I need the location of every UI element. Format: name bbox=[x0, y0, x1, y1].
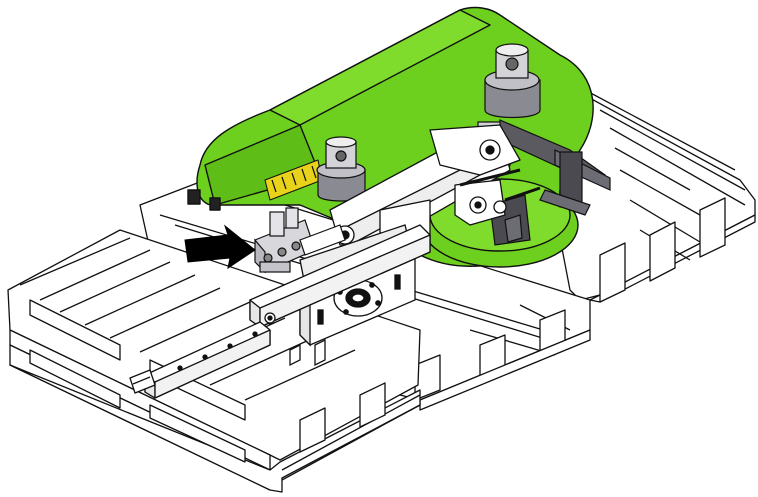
gearbox-rear bbox=[484, 43, 541, 119]
gearboxes bbox=[316, 43, 541, 202]
telescopic-boom bbox=[129, 224, 431, 399]
linkage-arm bbox=[329, 124, 541, 256]
hydraulic-valve bbox=[254, 207, 346, 274]
callout-arrow bbox=[184, 224, 256, 270]
gearbox-front bbox=[316, 136, 366, 202]
